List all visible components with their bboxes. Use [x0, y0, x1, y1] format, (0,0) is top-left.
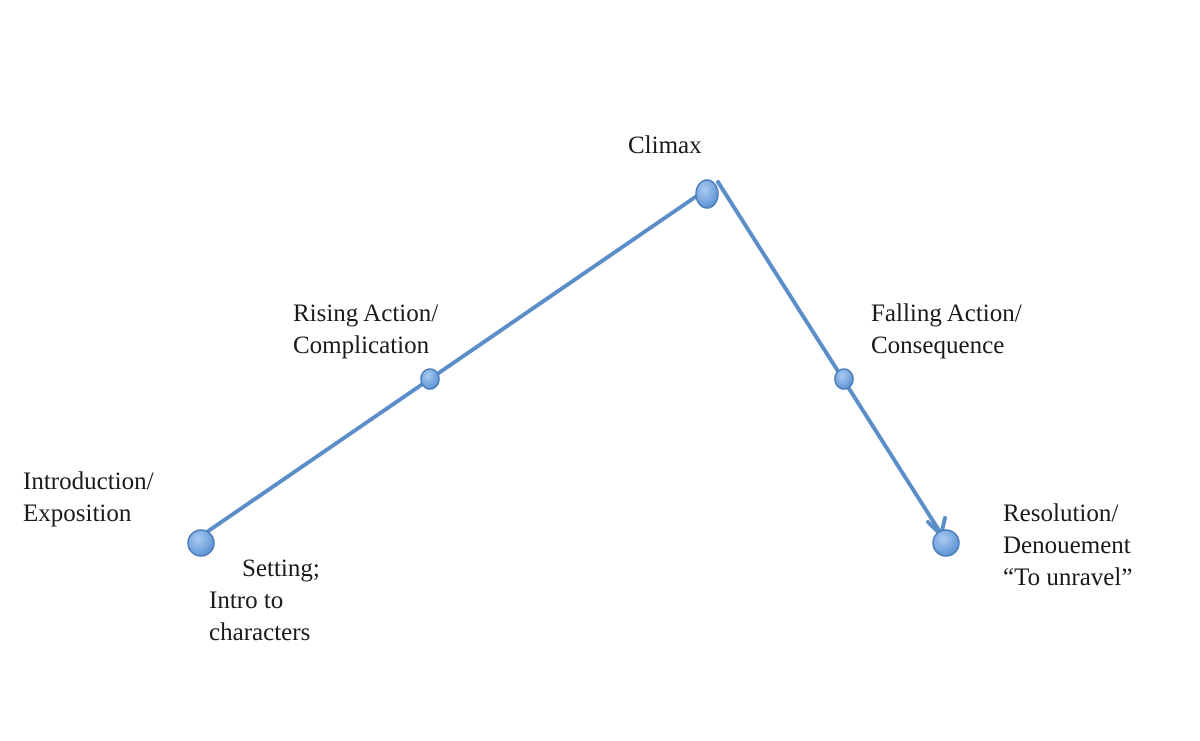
node-resolution [932, 529, 960, 557]
node-falling-action [834, 368, 854, 390]
node-introduction [187, 529, 215, 557]
rising-action-label-line: Complication [293, 332, 430, 359]
resolution-label-line: Resolution/ [1003, 500, 1119, 527]
falling-line [716, 180, 942, 534]
setting-note-line: characters [209, 619, 311, 646]
setting-note-line: Setting; [242, 555, 320, 582]
climax-label-line: Climax [628, 132, 702, 159]
setting-note: Setting; Intro to characters [209, 553, 320, 649]
falling-action-label-line: Consequence [871, 332, 1005, 359]
setting-note-line: Intro to [209, 587, 284, 614]
rising-action-label: Rising Action/ Complication [293, 298, 438, 362]
node-rising-action [420, 368, 440, 390]
introduction-label-line: Exposition [23, 500, 132, 527]
falling-action-label-line: Falling Action/ [871, 300, 1022, 327]
falling-action-label: Falling Action/ Consequence [871, 298, 1022, 362]
rising-action-label-line: Rising Action/ [293, 300, 439, 327]
resolution-label-line: Denouement [1003, 532, 1131, 559]
introduction-label-line: Introduction/ [23, 468, 154, 495]
resolution-label: Resolution/ Denouement “To unravel” [1003, 498, 1132, 594]
climax-label: Climax [628, 130, 702, 162]
introduction-label: Introduction/ Exposition [23, 466, 154, 530]
node-climax [695, 179, 719, 209]
resolution-label-line: “To unravel” [1003, 564, 1133, 591]
rising-line [199, 187, 709, 538]
